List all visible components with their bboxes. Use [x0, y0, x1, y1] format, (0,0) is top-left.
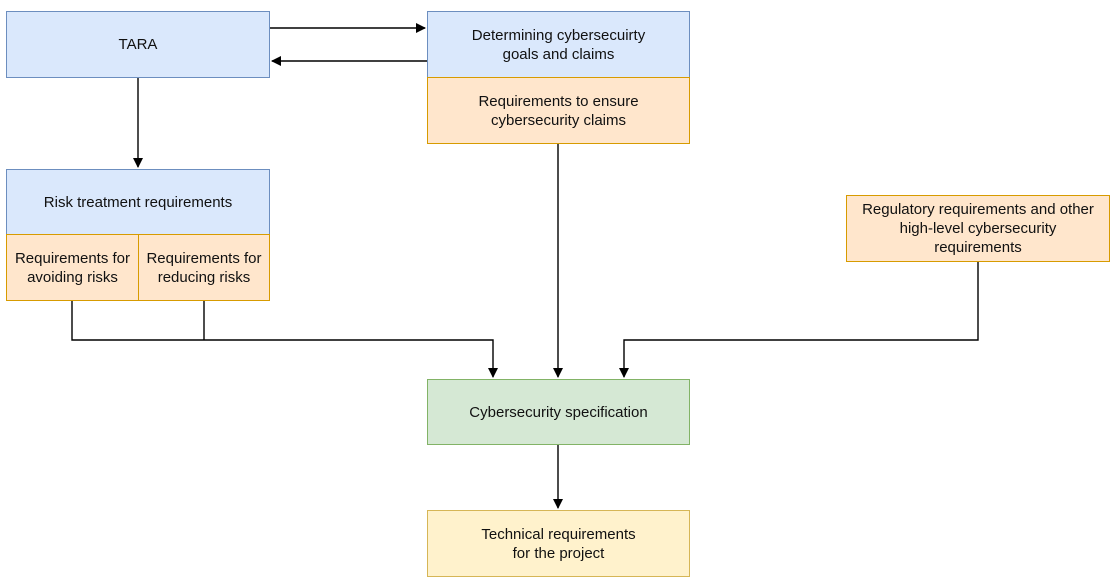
avoiding-risks-requirements-box: Requirements for avoiding risks — [6, 234, 139, 301]
tara-box: TARA — [6, 11, 270, 78]
ensure-claims-requirements-box: Requirements to ensure cybersecurity cla… — [427, 77, 690, 144]
goals-claims-box: Determining cybersecuirty goals and clai… — [427, 11, 690, 78]
connector-regulatory-to-spec — [619, 262, 979, 378]
technical-requirements-box: Technical requirements for the project — [427, 510, 690, 577]
reducing-risks-requirements-box: Requirements for reducing risks — [138, 234, 270, 301]
regulatory-requirements-box: Regulatory requirements and other high-l… — [846, 195, 1110, 262]
connector-avoiding-to-spec — [71, 301, 498, 378]
cybersecurity-specification-box: Cybersecurity specification — [427, 379, 690, 445]
risk-treatment-requirements-box: Risk treatment requirements — [6, 169, 270, 235]
